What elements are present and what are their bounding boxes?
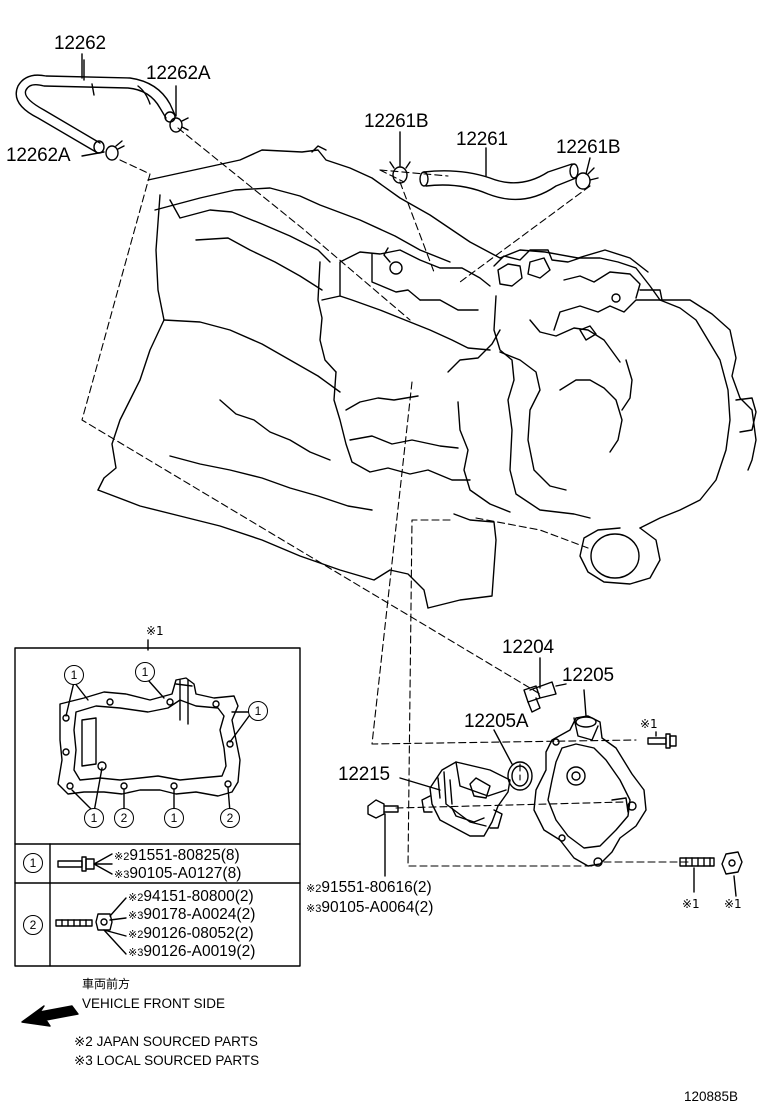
- table-key-1: 1: [23, 853, 43, 873]
- clamp-12262A-left: [105, 140, 125, 161]
- label-12262: 12262: [54, 33, 106, 54]
- legend-note-2: ※2 JAPAN SOURCED PARTS: [74, 1034, 258, 1049]
- mark-nut: ※1: [724, 897, 742, 911]
- dashed-lines: [81, 127, 691, 867]
- label-12261: 12261: [456, 129, 508, 150]
- table-row-2-line-4: ※390126-A0019(2): [128, 943, 256, 960]
- inset-callout: 1: [164, 808, 184, 828]
- clamp-12261B-right: [575, 167, 599, 190]
- leader-lines: [81, 53, 737, 897]
- label-12262A-top: 12262A: [146, 63, 211, 84]
- table-row-1-line-1: ※291551-80825(8): [114, 847, 240, 864]
- inset-callout: 2: [114, 808, 134, 828]
- inset-box: [14, 647, 301, 967]
- table-row-2-line-3: ※290126-08052(2): [128, 925, 254, 942]
- inset-callout: 1: [248, 701, 268, 721]
- clamp-12262A-top: [169, 117, 189, 133]
- vehicle-front-arrow-icon: [21, 1005, 79, 1027]
- table-row-2-line-1: ※294151-80800(2): [128, 888, 254, 905]
- mark-stud: ※1: [682, 897, 700, 911]
- stud-nut-icon-row2: [55, 897, 127, 955]
- bolt-91551-80616: [367, 799, 399, 819]
- inset-callout: 1: [84, 808, 104, 828]
- bolt-right: [647, 733, 677, 749]
- label-12204: 12204: [502, 637, 554, 658]
- housing-12205: [533, 715, 647, 867]
- label-12205A: 12205A: [464, 711, 529, 732]
- mark-inset-title: ※1: [146, 624, 164, 638]
- inset-gasket: [57, 677, 253, 813]
- table-row-1-line-2: ※390105-A0127(8): [114, 865, 242, 882]
- inset-callout: 2: [220, 808, 240, 828]
- sensor-12204: [523, 681, 567, 713]
- hose-12262: [15, 74, 176, 154]
- label-12261B-right: 12261B: [556, 137, 621, 158]
- bolt-callout-line-1: ※291551-80616(2): [306, 879, 432, 896]
- label-12215: 12215: [338, 764, 390, 785]
- bolt-icon-row1: [57, 853, 113, 875]
- label-12261B-left: 12261B: [364, 111, 429, 132]
- bolt-callout-line-2: ※390105-A0064(2): [306, 899, 434, 916]
- inset-callout: 1: [64, 665, 84, 685]
- label-12205: 12205: [562, 665, 614, 686]
- table-row-2-line-2: ※390178-A0024(2): [128, 906, 256, 923]
- thermostat-12215: [421, 761, 511, 837]
- legend-front-en: VEHICLE FRONT SIDE: [82, 996, 226, 1011]
- label-12262A-left: 12262A: [6, 145, 71, 166]
- engine-block: [97, 145, 757, 609]
- nut: [721, 851, 743, 875]
- legend-front-jp: 車両前方: [82, 977, 131, 991]
- table-key-2: 2: [23, 915, 43, 935]
- inset-callout: 1: [135, 662, 155, 682]
- hose-12261: [419, 163, 579, 201]
- legend-note-3: ※3 LOCAL SOURCED PARTS: [74, 1053, 260, 1068]
- mark-bolt-right: ※1: [640, 717, 658, 731]
- figure-id: 120885B: [684, 1089, 739, 1104]
